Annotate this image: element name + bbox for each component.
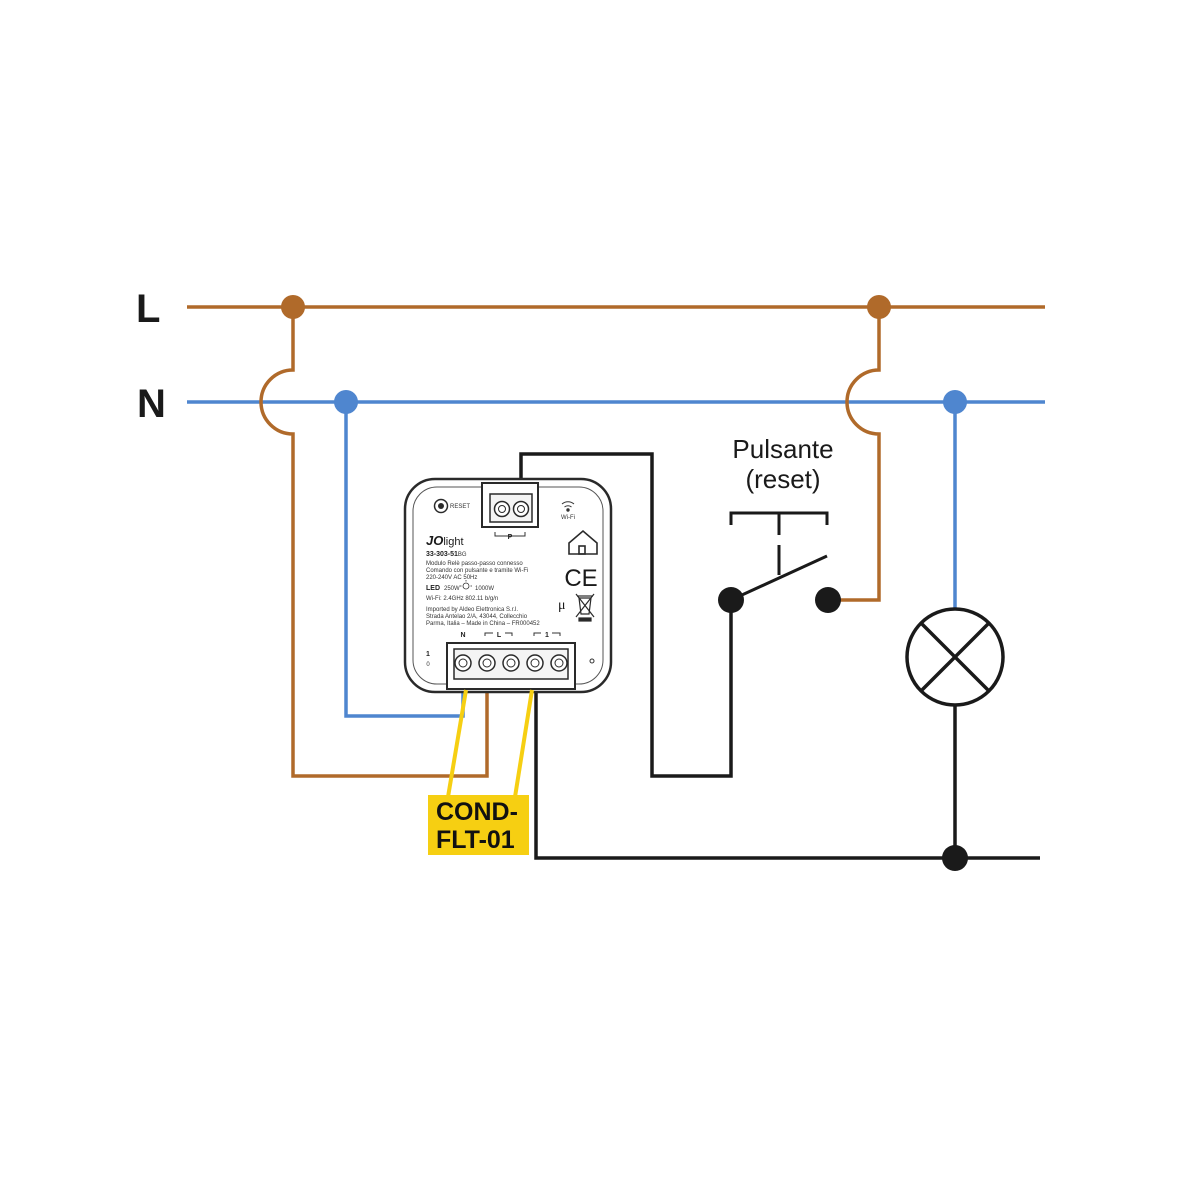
wifi-label: Wi-Fi xyxy=(561,515,575,521)
reset-label: RESET xyxy=(450,504,470,510)
terminal-label-1: 1 xyxy=(545,632,549,639)
importer-line-1: Imported by Aldeo Elettronica S.r.l. xyxy=(426,607,518,613)
capacitor-label-1: COND- xyxy=(436,798,518,826)
terminal-label-n: N xyxy=(460,632,465,639)
pushbutton-actuator xyxy=(729,511,829,575)
importer-line-2: Strada Antelao 2/A, 43044, Collecchio xyxy=(426,614,528,620)
wifi-spec: Wi-Fi: 2.4GHz 802.11 b/g/n xyxy=(426,596,498,602)
p-terminal-screw-2 xyxy=(512,500,530,518)
junction-line-left xyxy=(281,295,305,319)
relay-module: P RESET Wi-Fi JOlight 33-303-51BG Modulo… xyxy=(403,477,613,694)
pushbutton-contact-bar xyxy=(730,554,828,602)
desc-line-2: Comando con pulsante e tramite Wi-Fi xyxy=(426,568,528,574)
terminal-screw-n xyxy=(454,654,472,672)
pushbutton-wire-to-P xyxy=(519,452,733,778)
terminal-screws xyxy=(454,654,568,672)
side-dot xyxy=(589,658,595,664)
reset-button-icon xyxy=(433,498,449,514)
brand-logo: JOlight xyxy=(426,533,464,548)
capacitor-label-box xyxy=(428,795,529,855)
pushbutton-contact-left xyxy=(718,587,744,613)
model-number: 33-303-51BG xyxy=(426,551,467,558)
pushbutton-label-2: (reset) xyxy=(745,464,820,494)
side-mark-2: 0 xyxy=(426,662,430,668)
pushbutton-label-1: Pulsante xyxy=(732,434,833,464)
ce-mark: CE xyxy=(564,565,597,592)
line-branch-module xyxy=(259,307,489,778)
line-label: L xyxy=(136,287,160,331)
terminal-screw-out2 xyxy=(550,654,568,672)
pushbutton-contact-right xyxy=(815,587,841,613)
terminal-label-l: L xyxy=(497,632,502,639)
lamp-icon xyxy=(905,607,1005,707)
pushbutton: Pulsante (reset) xyxy=(718,434,841,613)
desc-line-3: 220-240V AC 50Hz xyxy=(426,575,477,581)
junction-neutral-left xyxy=(334,390,358,414)
p-terminal-label: P xyxy=(508,534,513,541)
wifi-icon xyxy=(561,501,575,512)
junction-neutral-right xyxy=(943,390,967,414)
line-branch-pushbutton xyxy=(830,307,881,602)
bulb-icon xyxy=(460,580,472,590)
capacitor-leads xyxy=(446,689,534,798)
crossed-bin-icon xyxy=(575,593,595,622)
terminal-screw-out1 xyxy=(526,654,544,672)
p-terminal-screw-1 xyxy=(493,500,511,518)
importer-line-3: Parma, Italia – Made in China – FR000452 xyxy=(426,621,540,627)
module-outer-body xyxy=(403,477,613,694)
desc-line-1: Modulo Relè passo-passo connesso xyxy=(426,561,523,567)
output-wire-to-lamp xyxy=(534,688,1040,860)
junction-output xyxy=(942,845,968,871)
mu-mark: μ xyxy=(558,598,566,613)
capacitor-label-2: FLT-01 xyxy=(436,826,515,854)
neutral-label: N xyxy=(137,382,166,426)
side-mark: 1 xyxy=(426,651,430,658)
home-icon xyxy=(568,529,598,555)
terminal-screw-l2 xyxy=(502,654,520,672)
junction-line-right xyxy=(867,295,891,319)
incandescent-power: 1000W xyxy=(475,586,494,592)
terminal-screw-l1 xyxy=(478,654,496,672)
